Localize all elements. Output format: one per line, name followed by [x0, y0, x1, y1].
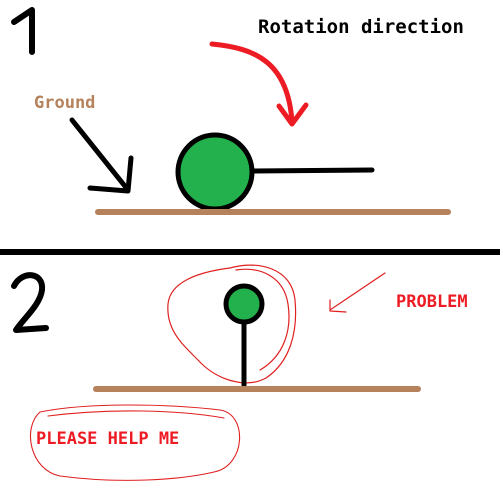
- panel-1-stick: [247, 167, 375, 174]
- problem-highlight-outline: [167, 264, 297, 384]
- ground-pointer-arrow-head: [87, 155, 134, 194]
- problem-pointer-arrow: [329, 272, 386, 313]
- ground-label: Ground: [34, 93, 95, 113]
- panel-1-number: [11, 7, 35, 55]
- rotation-direction-label: Rotation direction: [258, 16, 464, 38]
- panel-1-ball: [175, 132, 255, 212]
- panel-2-number: [11, 272, 49, 333]
- help-label: PLEASE HELP ME: [36, 429, 179, 449]
- help-highlight-outline: [30, 404, 241, 481]
- problem-label: PROBLEM: [396, 292, 468, 312]
- panel-2-ball: [223, 283, 265, 325]
- rotation-arrow: [209, 41, 295, 125]
- ground-pointer-arrow: [69, 117, 131, 193]
- rotation-arrow-head: [276, 102, 309, 127]
